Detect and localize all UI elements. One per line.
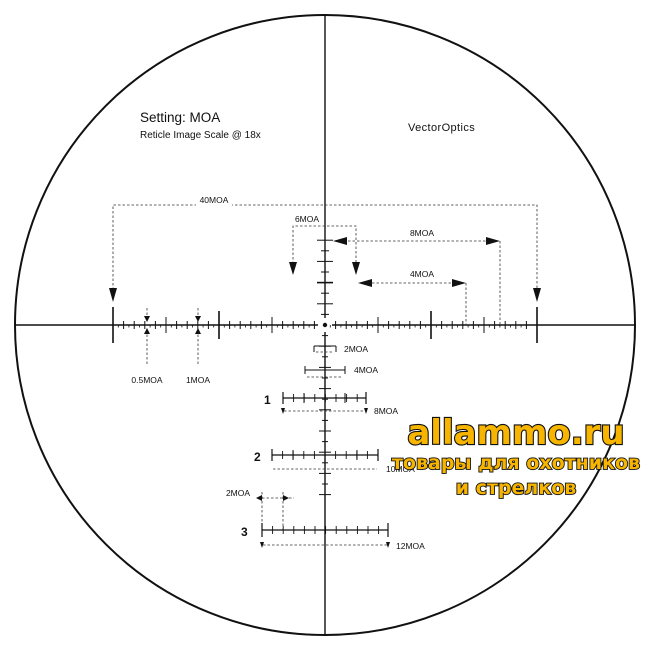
dimension-1moa: 1MOA (186, 308, 210, 385)
label-8moa-bar1: 8MOA (374, 406, 398, 416)
label-4moa-stack: 4MOA (354, 365, 378, 375)
bar-2-number: 2 (254, 450, 261, 464)
label-2moa-left: 2MOA (226, 488, 250, 498)
label-6moa: 6MOA (295, 214, 319, 224)
dimension-4moa-top: 4MOA (358, 269, 467, 325)
ranging-bar-1: 1 8MOA (264, 392, 398, 416)
label-05moa: 0.5MOA (131, 375, 163, 385)
ranging-bar-2: 2 10MOA (254, 449, 415, 474)
dimension-40moa: 40MOA (109, 194, 541, 302)
watermark-site: allammo.ru (407, 413, 624, 453)
horizontal-tick-scale (112, 307, 538, 534)
bar-3-number: 3 (241, 525, 248, 539)
dimension-2moa-left: 2MOA (226, 488, 294, 530)
label-2moa-stack: 2MOA (344, 344, 368, 354)
watermark-line-1: товары для охотников (392, 452, 640, 474)
label-40moa: 40MOA (200, 195, 229, 205)
dimension-2moa-stack: 2MOA (313, 344, 368, 354)
dimension-05moa: 0.5MOA (131, 308, 163, 385)
watermark: allammo.ru товары для охотников и стрелк… (391, 412, 641, 500)
center-dot (322, 322, 328, 328)
label-8moa-top: 8MOA (410, 228, 434, 238)
bar-1-number: 1 (264, 393, 271, 407)
scale-subtitle: Reticle Image Scale @ 18x (140, 130, 261, 141)
ranging-bar-3: 3 12MOA (241, 523, 425, 551)
brand-logo: VectorOptics (408, 122, 475, 134)
watermark-line-2: и стрелков (456, 477, 577, 499)
label-10moa-bar2: 10MOA (386, 464, 415, 474)
setting-title: Setting: MOA (140, 110, 220, 125)
label-1moa: 1MOA (186, 375, 210, 385)
label-4moa-top: 4MOA (410, 269, 434, 279)
dimension-8moa-top: 8MOA (333, 228, 501, 325)
dimension-6moa: 6MOA (289, 214, 360, 275)
dimension-4moa-stack: 4MOA (304, 365, 378, 378)
label-12moa-bar3: 12MOA (396, 541, 425, 551)
